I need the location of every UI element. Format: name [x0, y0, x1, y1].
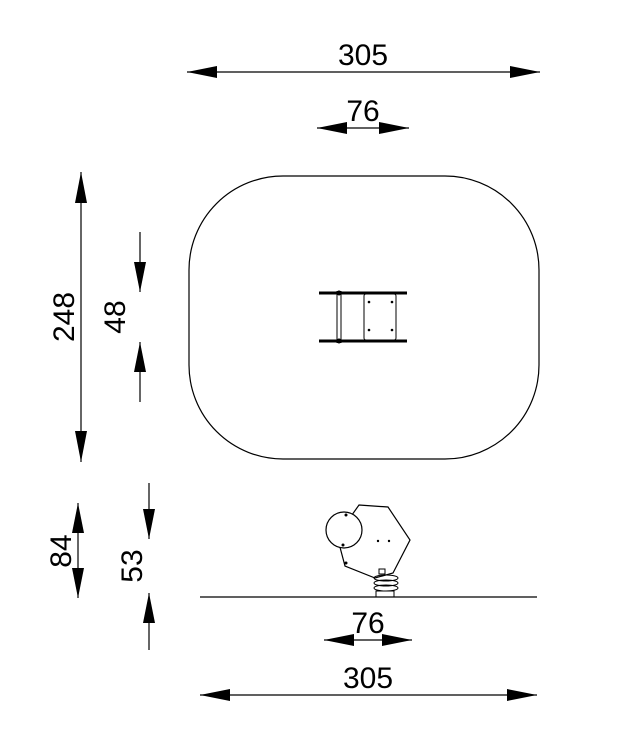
dimension-left-total-height: 248: [48, 172, 87, 462]
arrow-down-icon: [75, 431, 87, 462]
rocker-side-view: [325, 504, 411, 598]
dimension-top-width: 305: [187, 39, 540, 78]
arrow-up-icon: [134, 342, 146, 372]
spring-coil: [373, 568, 399, 598]
dimension-top-inner-width: 76: [317, 95, 409, 134]
arrow-right-icon: [379, 122, 409, 134]
arrow-down-icon: [134, 262, 146, 292]
dimension-side-total-height: 84: [45, 503, 84, 598]
arrow-left-icon: [324, 634, 354, 646]
dimension-label-side-total-height: 84: [45, 534, 78, 567]
dimension-label-bottom-width: 305: [343, 662, 393, 695]
arrow-up-icon: [143, 593, 155, 623]
dimension-label-side-clearance-height: 53: [116, 549, 149, 582]
arrow-down-icon: [72, 568, 84, 598]
dimension-bottom-inner-width: 76: [324, 607, 412, 646]
dimension-label-left-inner-height: 48: [99, 300, 132, 333]
dimension-label-top-inner-width: 76: [346, 95, 379, 128]
arrow-left-icon: [317, 122, 347, 134]
arrow-right-icon: [382, 634, 412, 646]
safety-area-outline: [188, 175, 540, 460]
dimension-label-bottom-inner-width: 76: [351, 607, 384, 640]
dimension-left-inner-height: 48: [99, 232, 146, 402]
dimension-side-clearance-height: 53: [116, 483, 155, 650]
rocker-seat-disc: [325, 511, 363, 549]
dimension-bottom-width: 305: [200, 662, 537, 701]
dimension-label-top-width: 305: [338, 39, 388, 72]
dimension-label-left-total-height: 248: [48, 292, 81, 342]
arrow-down-icon: [143, 509, 155, 539]
arrow-up-icon: [72, 503, 84, 533]
arrow-up-icon: [75, 172, 87, 203]
rocker-plan-view: [319, 290, 407, 344]
